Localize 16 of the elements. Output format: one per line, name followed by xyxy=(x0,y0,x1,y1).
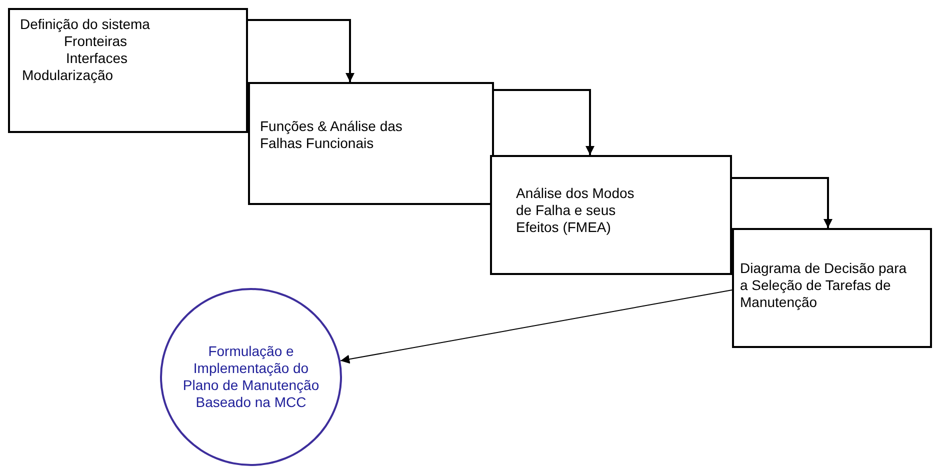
arrow xyxy=(248,19,354,82)
process-box xyxy=(248,82,494,205)
node-label: Formulação e Implementação do Plano de Manutenção Baseado na MCC xyxy=(182,343,320,411)
process-box xyxy=(732,228,932,348)
arrow xyxy=(494,89,594,155)
process-box xyxy=(490,155,732,275)
process-box xyxy=(8,8,248,133)
node-label: Diagrama de Decisão para a Seleção de Tarefas de Manutenção xyxy=(740,260,908,311)
list-item: Fronteiras xyxy=(64,33,128,50)
list-item: Interfaces xyxy=(66,50,128,67)
arrow xyxy=(732,177,832,228)
node-label: Definição do sistema xyxy=(20,16,151,33)
arrow xyxy=(340,290,732,364)
node-label: Funções & Análise das Falhas Funcionais xyxy=(260,118,404,152)
list-item: Modularização xyxy=(22,67,114,84)
node-label: Análise dos Modos de Falha e seus Efeitos (FMEA) xyxy=(516,185,636,236)
